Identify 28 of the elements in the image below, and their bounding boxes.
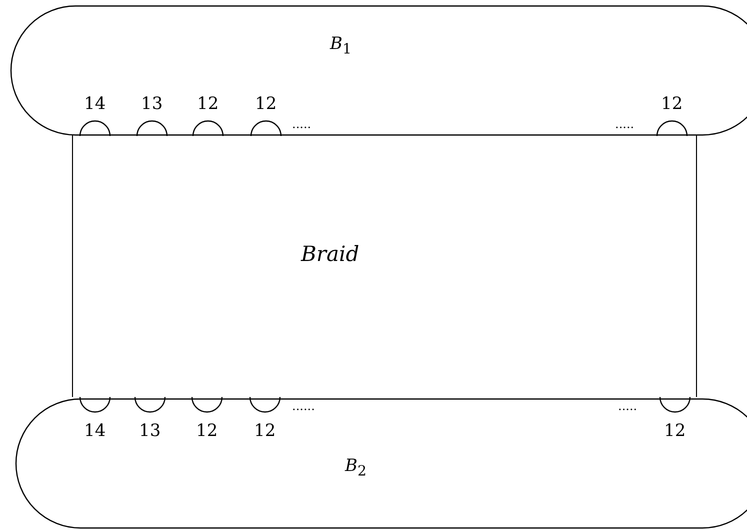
band-label: B$_{1}$ [330, 36, 352, 57]
semicircle-arc [134, 397, 166, 414]
semicircle-arc [136, 119, 168, 136]
number-label: 12 [254, 423, 276, 440]
semicircle-arc [659, 397, 691, 414]
ellipsis-dots: ..... [618, 400, 638, 412]
semicircle-arc [191, 397, 223, 414]
semicircle-arc [656, 119, 688, 136]
number-label: 12 [661, 96, 683, 113]
semicircle-arc [192, 119, 224, 136]
number-label: 13 [139, 423, 161, 440]
number-label: 12 [197, 96, 219, 113]
semicircle-arc [249, 397, 281, 414]
braid-box [72, 135, 697, 397]
number-label: 13 [141, 96, 163, 113]
band-label: B$_{2}$ [345, 458, 367, 479]
semicircle-arc [79, 119, 111, 136]
number-label: 14 [84, 96, 106, 113]
number-label: 12 [196, 423, 218, 440]
number-label: 12 [664, 423, 686, 440]
braid-label: Braid [301, 244, 360, 265]
semicircle-arc [79, 397, 111, 414]
ellipsis-dots: ..... [292, 118, 312, 130]
ellipsis-dots: ..... [615, 118, 634, 130]
ellipsis-dots: ...... [292, 400, 315, 412]
number-label: 12 [255, 96, 277, 113]
number-label: 14 [84, 423, 106, 440]
semicircle-arc [250, 119, 282, 136]
